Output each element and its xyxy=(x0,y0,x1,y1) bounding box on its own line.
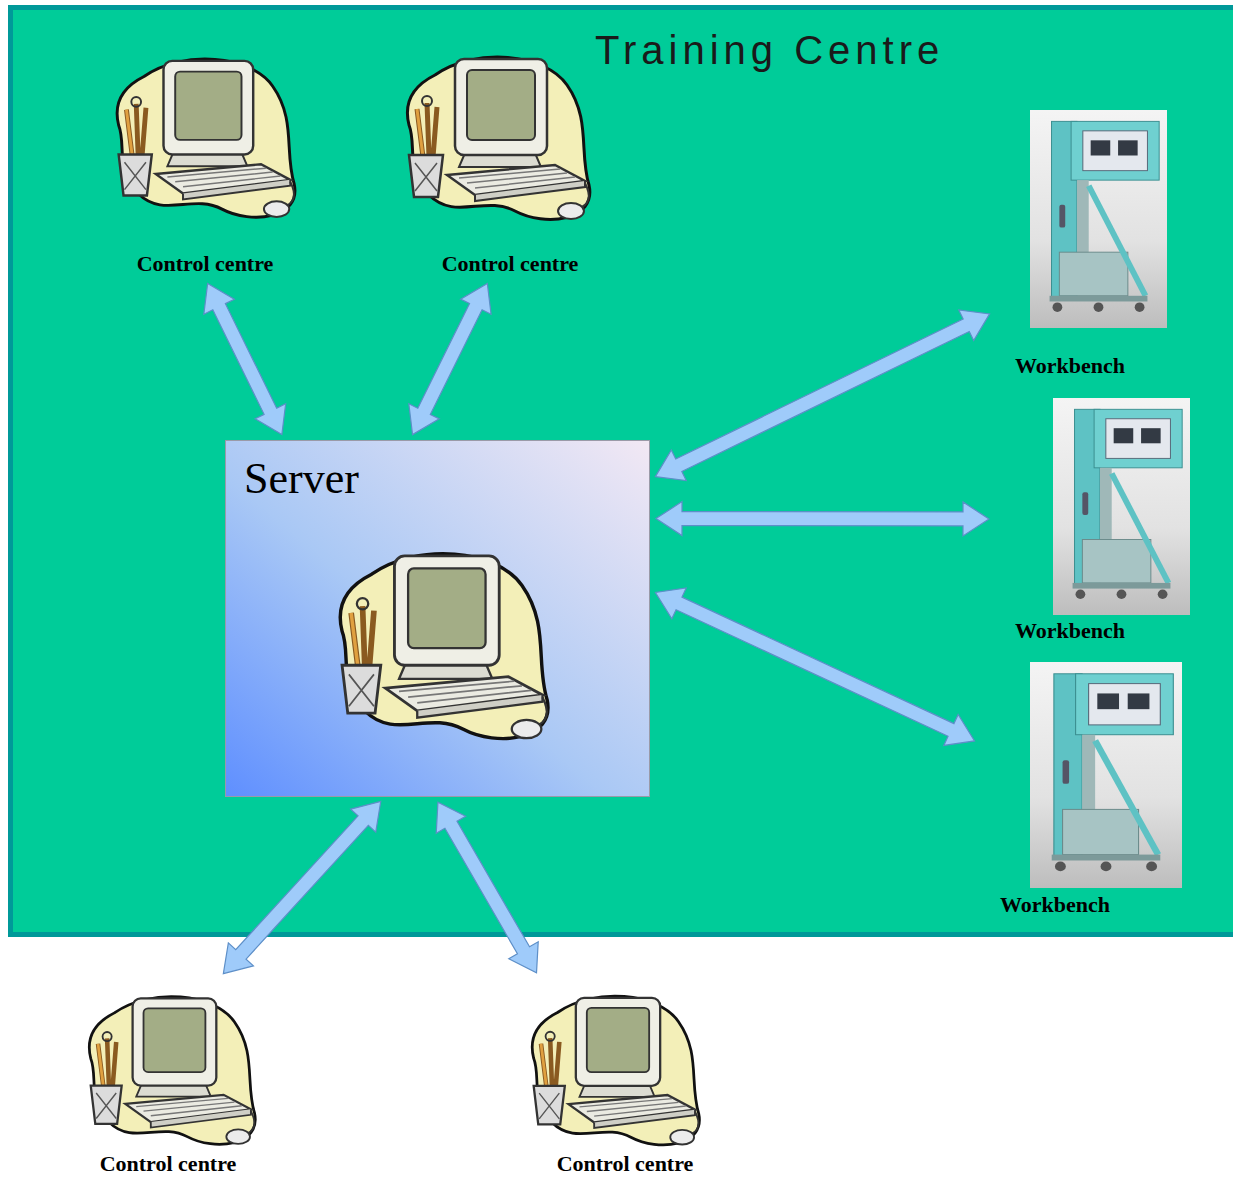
workbench-image xyxy=(1030,110,1167,328)
control-centre: Control centre xyxy=(73,978,263,1178)
computer-icon xyxy=(89,997,255,1145)
workbench: Workbench xyxy=(980,657,1130,919)
control-centre: Control centre xyxy=(530,978,720,1178)
control-centre: Control centre xyxy=(410,40,610,278)
workbench: Workbench xyxy=(995,393,1145,645)
double-arrow xyxy=(656,502,989,536)
device-label: Workbench xyxy=(1013,618,1127,645)
workbench-image xyxy=(1053,398,1190,615)
device-label: Control centre xyxy=(440,251,581,278)
computer-icon xyxy=(340,554,548,739)
double-arrow xyxy=(436,802,538,973)
double-arrow xyxy=(223,801,380,973)
double-arrow xyxy=(204,283,286,434)
device-label: Control centre xyxy=(135,251,276,278)
device-label: Workbench xyxy=(1013,353,1127,380)
double-arrow xyxy=(655,310,989,481)
server-title: Server xyxy=(244,453,359,504)
device-label: Control centre xyxy=(555,1151,696,1178)
device-label: Control centre xyxy=(98,1151,239,1178)
computer-icon xyxy=(117,59,295,217)
control-centre: Control centre xyxy=(105,40,305,278)
double-arrow xyxy=(655,588,974,745)
computer-icon xyxy=(532,996,699,1145)
device-label: Workbench xyxy=(998,892,1112,919)
workbench-image xyxy=(1030,662,1182,888)
computer-icon xyxy=(407,57,589,219)
workbench: Workbench xyxy=(995,105,1145,380)
double-arrow xyxy=(409,283,491,434)
training-region: Training CentreServer Control centre Contr… xyxy=(8,5,1233,937)
server-box: Server xyxy=(225,440,650,797)
region-title: Training Centre xyxy=(595,28,944,73)
